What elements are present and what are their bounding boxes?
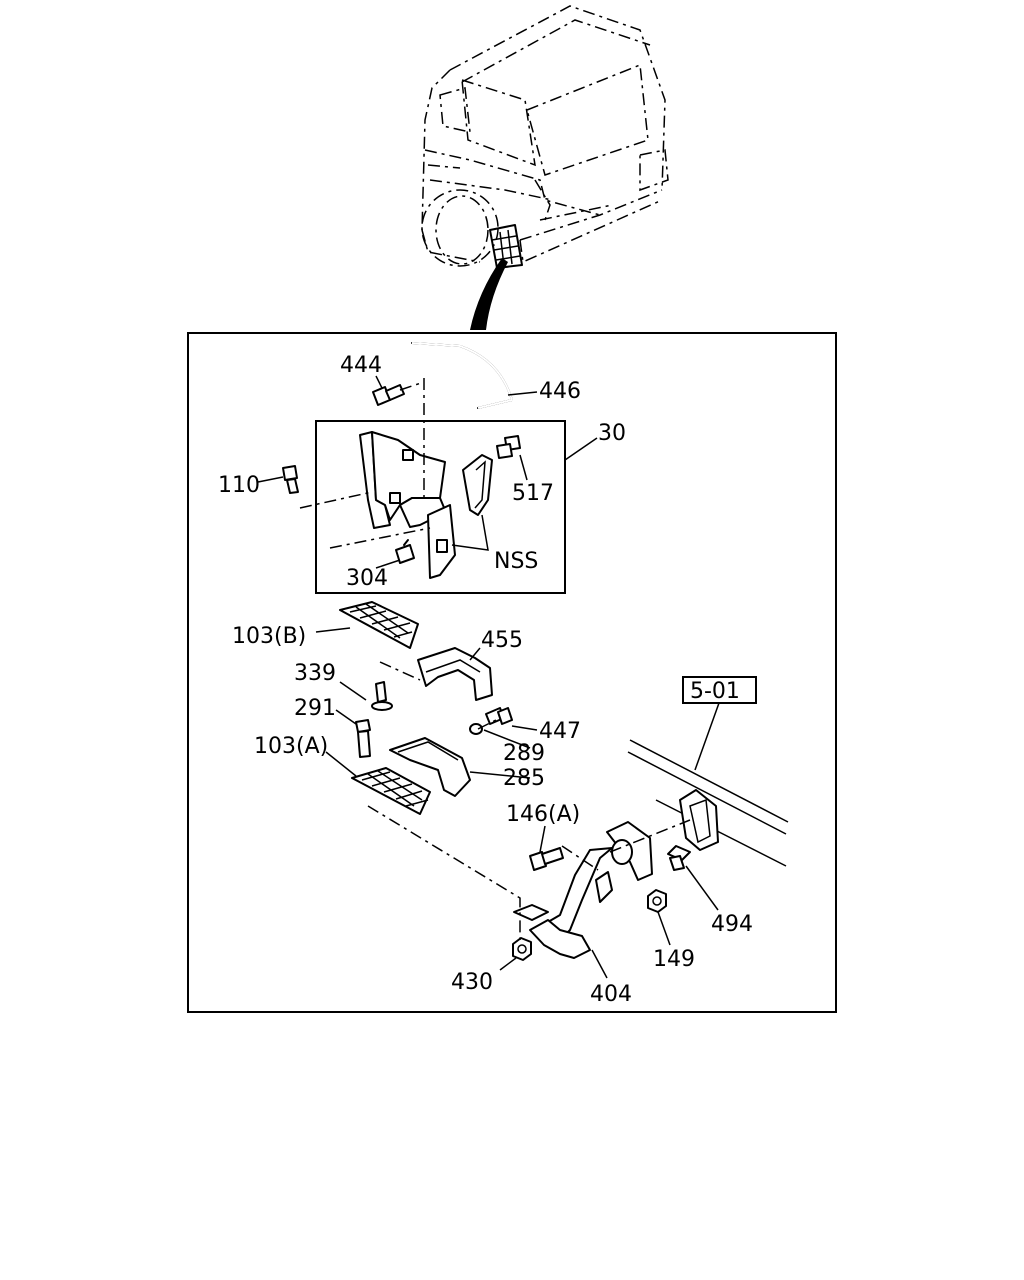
label-446: 446	[539, 379, 581, 404]
truck-cab-sketch	[421, 5, 669, 330]
label-430: 430	[451, 970, 493, 995]
label-5-01: 5-01	[690, 679, 740, 704]
part-103b-step	[339, 601, 419, 649]
part-447-bolt	[485, 707, 513, 725]
part-285-bracket	[389, 737, 471, 797]
part-103a-step	[351, 767, 431, 815]
label-289: 289	[503, 741, 545, 766]
part-446-rod	[411, 342, 514, 409]
label-339: 339	[294, 661, 336, 686]
part-517-bolt	[496, 435, 521, 459]
label-103a: 103(A)	[254, 734, 328, 759]
label-517: 517	[512, 481, 554, 506]
part-30-bracket	[359, 431, 493, 579]
label-444: 444	[340, 353, 382, 378]
part-149-nut	[647, 889, 667, 913]
label-285: 285	[503, 766, 545, 791]
part-291-bolt	[355, 719, 371, 758]
assembly-30-box	[315, 420, 566, 594]
label-149: 149	[653, 947, 695, 972]
part-146a-bolt	[529, 847, 564, 871]
part-455-bracket	[417, 647, 493, 701]
label-110: 110	[218, 473, 260, 498]
label-404: 404	[590, 982, 632, 1007]
label-494: 494	[711, 912, 753, 937]
label-455: 455	[481, 628, 523, 653]
label-nss: NSS	[494, 549, 538, 574]
label-146a: 146(A)	[506, 802, 580, 827]
part-444-bolt	[372, 384, 405, 406]
label-30: 30	[598, 421, 626, 446]
leader-lines	[257, 375, 720, 979]
part-110-bolt	[282, 465, 299, 494]
part-494-bolt	[667, 845, 691, 871]
label-291: 291	[294, 696, 336, 721]
part-339-pin	[371, 681, 393, 711]
label-447: 447	[539, 719, 581, 744]
label-304: 304	[346, 566, 388, 591]
ref-box-5-01	[682, 676, 757, 704]
frame-rail-5-01	[627, 739, 789, 867]
part-404-step-arm	[513, 821, 653, 959]
part-430-nut	[512, 937, 532, 961]
label-103b: 103(B)	[232, 624, 306, 649]
part-289-washer	[469, 723, 483, 735]
guide-lines	[299, 378, 691, 940]
part-labels: 444 446 30 110 517 NSS 304 103(B) 455 33…	[218, 353, 753, 1007]
detail-frame	[187, 332, 837, 1013]
